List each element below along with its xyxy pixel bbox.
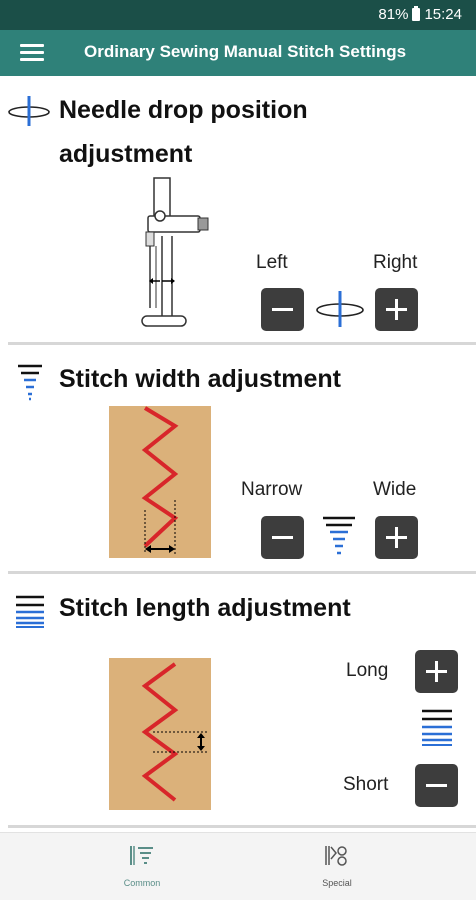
- battery-percent: 81%: [378, 6, 409, 23]
- needle-drop-section: Needle drop position adjustment Left Rig…: [0, 76, 476, 344]
- length-increase-button[interactable]: [415, 650, 458, 693]
- right-label: Right: [373, 252, 418, 273]
- app-title: Ordinary Sewing Manual Stitch Settings: [84, 42, 407, 61]
- stitch-length-indicator-icon: [422, 709, 452, 746]
- section-divider: [8, 342, 476, 345]
- special-stitch-icon: [325, 846, 347, 866]
- bottom-navigation: Common Special: [0, 832, 476, 900]
- left-label: Left: [256, 252, 288, 273]
- common-stitch-icon: [130, 846, 153, 865]
- battery-icon: [412, 6, 421, 21]
- narrow-label: Narrow: [241, 479, 303, 500]
- stitch-width-indicator-icon: [323, 516, 355, 555]
- zigzag-width-illustration: [141, 406, 179, 554]
- wide-label: Wide: [373, 479, 417, 500]
- minus-icon: [272, 308, 293, 311]
- minus-icon: [272, 536, 293, 539]
- status-time: 15:24: [424, 6, 462, 23]
- minus-icon: [426, 784, 447, 787]
- status-indicators: 81% 15:24: [378, 6, 462, 23]
- stitch-length-icon: [16, 595, 44, 628]
- status-bar: 81% 15:24: [0, 0, 476, 30]
- nav-label-common: Common: [123, 878, 161, 888]
- nav-item-special[interactable]: Special: [277, 843, 397, 888]
- nav-label-special: Special: [322, 878, 352, 888]
- needle-section-title-line1: Needle drop position: [59, 96, 308, 124]
- stitch-width-icon: [18, 364, 42, 401]
- length-section-title: Stitch length adjustment: [59, 594, 351, 622]
- needle-mechanism-illustration: [141, 177, 209, 327]
- width-decrease-button[interactable]: [261, 516, 304, 559]
- fabric-swatch: [109, 658, 211, 810]
- zigzag-length-illustration: [141, 662, 209, 802]
- nav-item-common[interactable]: Common: [82, 843, 202, 888]
- width-increase-button[interactable]: [375, 516, 418, 559]
- needle-position-indicator-icon: [316, 291, 364, 327]
- needle-right-button[interactable]: [375, 288, 418, 331]
- section-divider: [8, 825, 476, 828]
- long-label: Long: [346, 660, 389, 681]
- fabric-swatch: [109, 406, 211, 558]
- short-label: Short: [343, 774, 389, 795]
- app-bar: Ordinary Sewing Manual Stitch Settings: [0, 30, 476, 76]
- length-decrease-button[interactable]: [415, 764, 458, 807]
- needle-left-button[interactable]: [261, 288, 304, 331]
- needle-section-title-line2: adjustment: [59, 140, 193, 168]
- section-divider: [8, 571, 476, 574]
- hamburger-menu-icon[interactable]: [20, 44, 44, 62]
- stitch-length-section: Stitch length adjustment Long Short: [0, 574, 476, 826]
- needle-position-icon: [8, 96, 50, 126]
- stitch-width-section: Stitch width adjustment Narrow Wide: [0, 345, 476, 573]
- width-section-title: Stitch width adjustment: [59, 365, 341, 393]
